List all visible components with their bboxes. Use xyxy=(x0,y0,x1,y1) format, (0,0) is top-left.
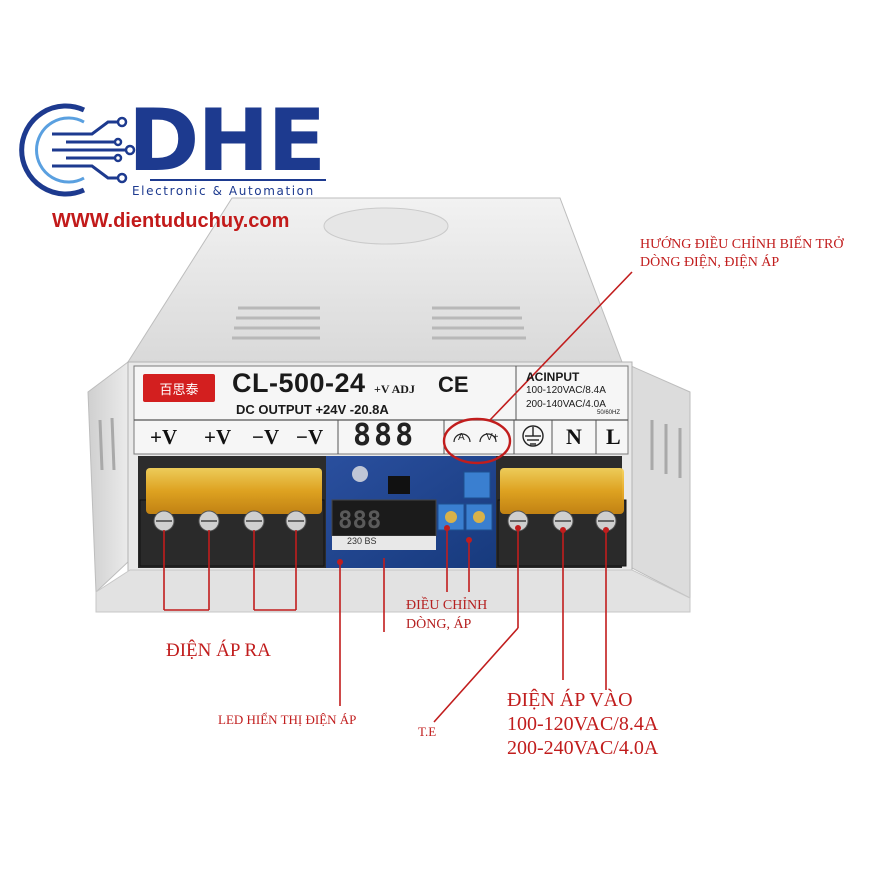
annotation-te: T.E xyxy=(418,724,437,739)
pot-highlight-circle xyxy=(442,417,512,465)
input-terminal-cover xyxy=(500,468,624,514)
logo-letters: DHE xyxy=(128,91,326,191)
earth-symbol xyxy=(522,425,544,447)
fan-vent xyxy=(323,207,449,245)
ac-input-title: ACINPUT xyxy=(526,370,580,384)
board-marking: 230 BS xyxy=(347,536,377,546)
terminal-label-neg-2: −V xyxy=(296,425,324,449)
led-display-module xyxy=(331,499,437,537)
pot-direction-arrows xyxy=(453,433,497,443)
annotation-adjust-direction-line2: DÒNG ĐIỆN, ĐIỆN ÁP xyxy=(640,255,780,270)
label-sticker xyxy=(133,365,629,455)
annotation-adjust-direction-line1: HƯỚNG ĐIỀU CHỈNH BIẾN TRỞ xyxy=(640,237,844,252)
logo-subtitle: Electronic & Automation xyxy=(132,184,315,198)
case-side-left xyxy=(87,361,131,594)
output-terminal-cover xyxy=(146,468,322,514)
terminal-label-pos-2: +V xyxy=(204,425,232,449)
ac-input-spec-2: 200-140VAC/4.0A xyxy=(526,399,606,410)
annotation-led-display: LED HIỂN THỊ ĐIỆN ÁP xyxy=(218,712,357,727)
model-suffix: +V ADJ xyxy=(374,382,415,396)
annotation-adjust-direction: HƯỚNG ĐIỀU CHỈNH BIẾN TRỞ DÒNG ĐIỆN, ĐIỆ… xyxy=(640,236,843,272)
terminal-label-neg-1: −V xyxy=(252,425,280,449)
terminal-label-l: L xyxy=(606,424,621,449)
annotation-output-voltage: ĐIỆN ÁP RA xyxy=(166,640,271,661)
annotation-lines xyxy=(163,271,633,723)
potentiometers xyxy=(437,471,493,531)
ac-input-spec-1: 100-120VAC/8.4A xyxy=(526,385,606,396)
case-bottom xyxy=(95,569,691,613)
brand-badge: 百思泰 xyxy=(143,374,215,402)
svg-text:888: 888 xyxy=(338,506,381,534)
pot-label-voltage: V+ xyxy=(486,432,499,443)
frequency-spec: 50/60HZ xyxy=(597,410,621,416)
annotation-input-title: ĐIỆN ÁP VÀO xyxy=(507,689,633,711)
seven-segment-digits: 888 xyxy=(353,418,417,453)
terminal-label-n: N xyxy=(566,424,582,449)
annotation-input-spec-1: 100-120VAC/8.4A xyxy=(507,713,659,735)
annotation-adjust-line2: DÒNG, ÁP xyxy=(406,617,472,632)
annotation-input-spec-2: 200-240VAC/4.0A xyxy=(507,737,659,759)
dhe-circuit-logo-icon xyxy=(19,103,136,197)
terminal-label-pos-1: +V xyxy=(150,425,178,449)
dc-output-spec: DC OUTPUT +24V -20.8A xyxy=(236,402,389,417)
pot-label-current: A xyxy=(458,432,465,443)
ce-mark: CE xyxy=(438,372,469,397)
annotation-adjust-line1: ĐIỀU CHỈNH xyxy=(406,598,488,613)
website-link[interactable]: WWW.dientuduchuy.com xyxy=(52,210,290,232)
annotation-input-voltage: ĐIỆN ÁP VÀO 100-120VAC/8.4A 200-240VAC/4… xyxy=(507,688,658,760)
annotation-adjust: ĐIỀU CHỈNH DÒNG, ÁP xyxy=(406,596,487,634)
model-number: CL-500-24 xyxy=(232,368,366,398)
